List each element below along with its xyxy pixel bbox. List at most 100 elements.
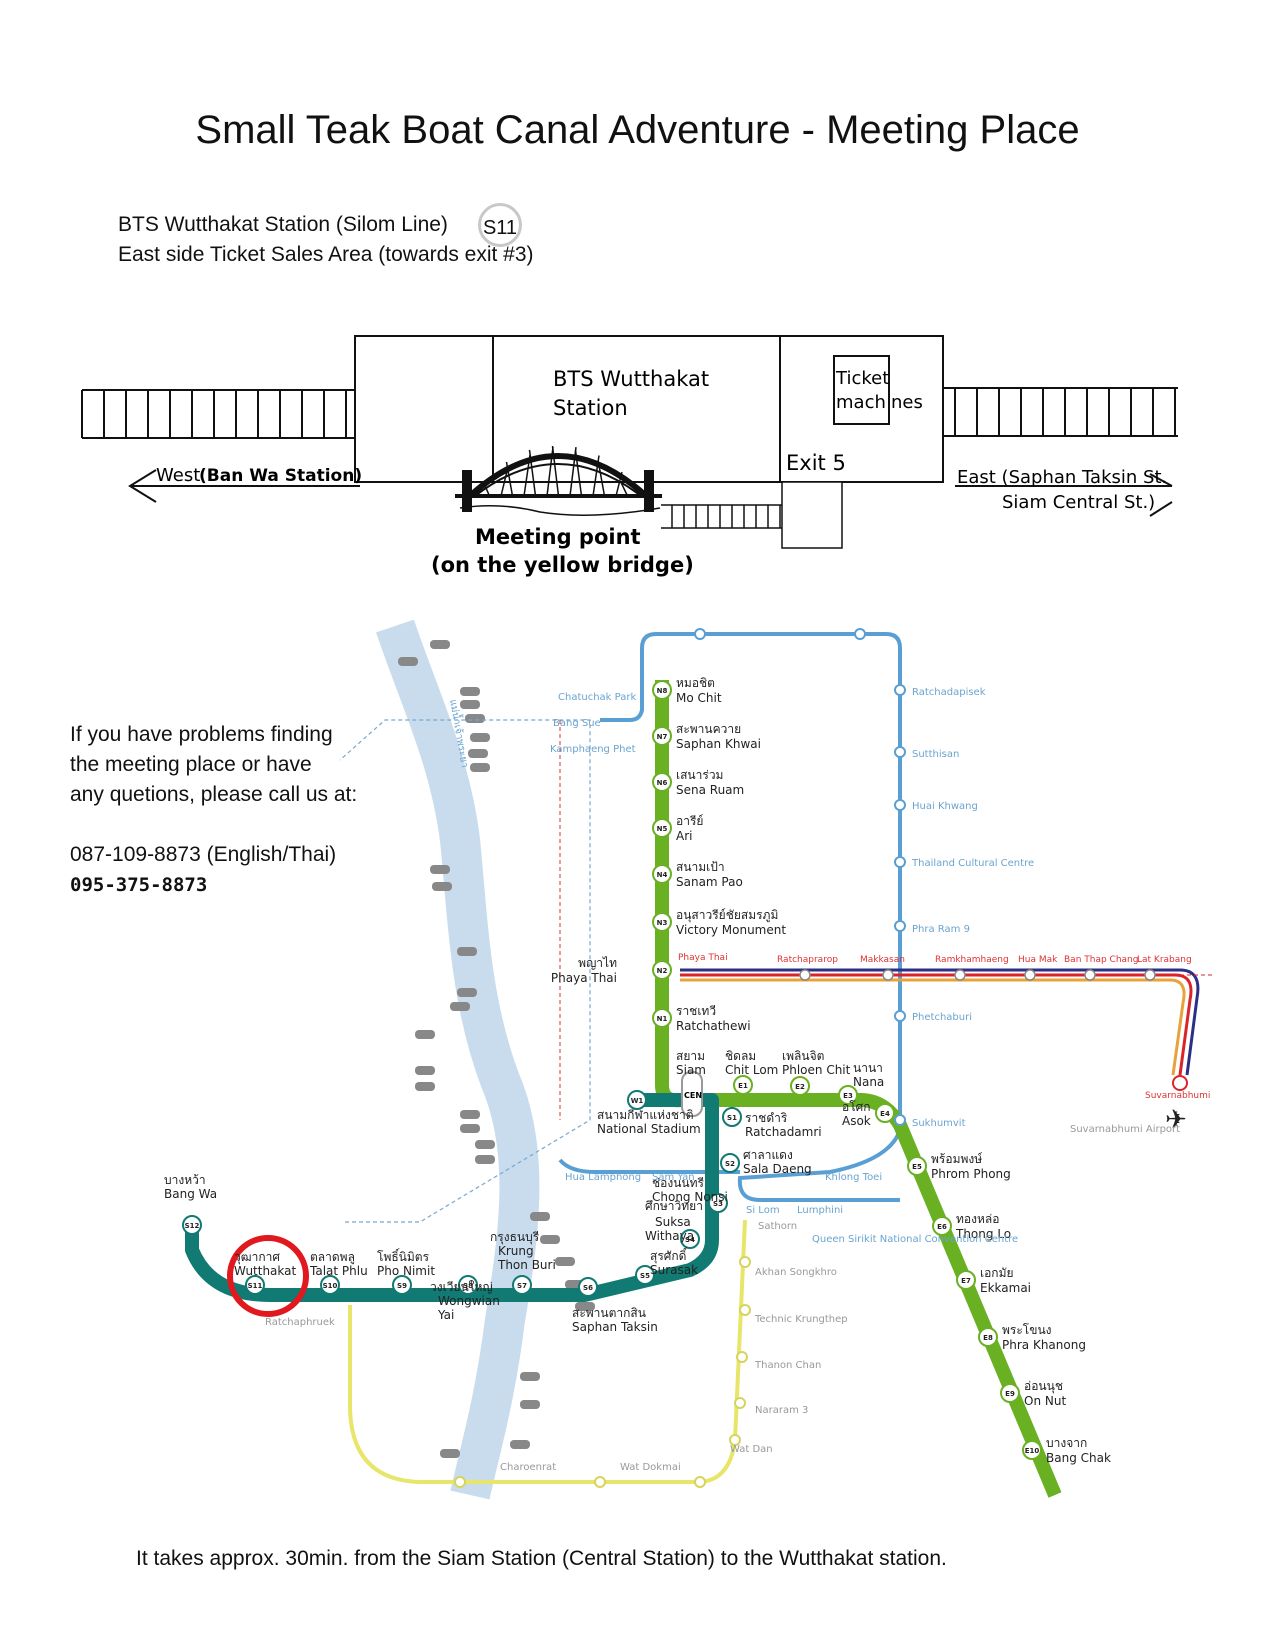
west-label: West [156,465,200,486]
station-n6[interactable] [652,772,672,792]
yellow-line-station[interactable] [734,1397,746,1409]
station-english-name: On Nut [1024,1394,1066,1408]
station-w1[interactable] [627,1090,647,1110]
contact-line: any quetions, please call us at: [70,783,358,806]
mrt-station-marker[interactable] [894,856,906,868]
station-n1[interactable] [652,1008,672,1028]
ticket-label-2: mach [836,392,886,413]
yellow-line-station[interactable] [739,1304,751,1316]
station-english-name: Chong Nonsi [652,1190,728,1204]
pier-marker [460,1110,480,1119]
central-station-code: CEN [684,1091,702,1100]
station-n7[interactable] [652,726,672,746]
station-e10[interactable] [1022,1440,1042,1460]
station-e6[interactable] [932,1216,952,1236]
station-s2[interactable] [720,1153,740,1173]
mrt-station-label-samyan: Sam Yan [652,1172,695,1183]
station-e1[interactable] [733,1075,753,1095]
mrt-station-marker[interactable] [894,799,906,811]
station-english-name: Suksa [655,1215,691,1229]
yellow-line-station[interactable] [736,1351,748,1363]
station-code: S11 [248,1282,263,1290]
station-thai-name: ทองหล่อ [956,1212,999,1226]
station-s11[interactable] [245,1275,265,1295]
station-e8[interactable] [978,1327,998,1347]
station-n3[interactable] [652,912,672,932]
airport-link-label-phayathai: Phaya Thai [678,953,728,963]
station-s5[interactable] [635,1265,655,1285]
airport-link-station[interactable] [1084,969,1096,981]
mrt-station-marker[interactable] [894,1010,906,1022]
station-e2[interactable] [790,1076,810,1096]
yellow-line-station[interactable] [454,1476,466,1488]
west-arrow-icon [128,469,157,503]
station-thai-name: โพธิ์นิมิตร [377,1248,430,1264]
station-english-name: Asok [842,1114,871,1128]
station-e9[interactable] [1000,1383,1020,1403]
station-n4[interactable] [652,864,672,884]
phone-number-2[interactable]: 095-375-8873 [70,874,208,896]
station-english-name: Phra Khanong [1002,1338,1086,1352]
station-code: N3 [657,919,668,927]
station-n2[interactable] [652,960,672,980]
airport-link-station[interactable] [954,969,966,981]
airport-link-station[interactable] [1024,969,1036,981]
yellow-line-station-akhan: Akhan Songkhro [755,1267,837,1278]
station-e4[interactable] [875,1103,895,1123]
ticket-machine-box [833,355,890,425]
pier-marker [432,882,452,891]
pier-marker [510,1440,530,1449]
station-english-name: Saphan Taksin [572,1320,658,1334]
station-s7[interactable] [512,1275,532,1295]
station-english-name: Talat Phlu [309,1264,368,1278]
yellow-line-station[interactable] [729,1434,741,1446]
pier-marker [468,749,488,758]
station-s9[interactable] [392,1275,412,1295]
station-n8[interactable] [652,680,672,700]
station-code: E5 [912,1163,922,1171]
airport-link-station[interactable] [1144,969,1156,981]
west-track [81,389,355,439]
station-english-name: Sala Daeng [743,1162,812,1176]
phone-number[interactable]: 087-109-8873 (English/Thai) [70,843,337,866]
yellow-line-station[interactable] [739,1256,751,1268]
station-s8[interactable] [458,1275,478,1295]
station-code: W1 [631,1097,644,1105]
station-english-name: Saphan Khwai [676,737,761,751]
mrt-station-marker[interactable] [894,684,906,696]
station-s1[interactable] [722,1107,742,1127]
pier-marker [430,640,450,649]
mrt-station-marker[interactable] [894,1114,906,1126]
station-code: E7 [961,1277,971,1285]
station-english-name: Nana [853,1075,884,1089]
mrt-station-marker[interactable] [694,628,706,640]
siam-central-station[interactable] [681,1071,703,1117]
station-code: S10 [323,1282,338,1290]
mrt-station-marker[interactable] [894,920,906,932]
station-e3[interactable] [838,1085,858,1105]
suvarnabhumi-station[interactable] [1172,1075,1188,1091]
yellow-line-station-technic: Technic Krungthep [754,1314,848,1325]
station-thai-name: วุฒากาศ [234,1250,280,1265]
station-s4[interactable] [680,1229,700,1249]
pier-marker [575,1302,595,1311]
station-s10[interactable] [320,1275,340,1295]
yellow-line-station[interactable] [594,1476,606,1488]
station-english-name: Pho Nimit [377,1264,435,1278]
station-e7[interactable] [956,1270,976,1290]
station-e5[interactable] [907,1156,927,1176]
station-code-badge: S11 [478,203,522,247]
station-n5[interactable] [652,818,672,838]
pier-marker [520,1372,540,1381]
station-s6[interactable] [578,1277,598,1297]
yellow-line-station[interactable] [694,1476,706,1488]
mrt-station-label-ramaix: Phra Ram 9 [912,924,970,935]
mrt-station-marker[interactable] [854,628,866,640]
airport-link-station[interactable] [799,969,811,981]
station-s3[interactable] [708,1193,728,1213]
station-code: S7 [517,1282,527,1290]
station-s12[interactable] [182,1215,202,1235]
airport-link-station[interactable] [882,969,894,981]
mrt-station-marker[interactable] [894,746,906,758]
wutthakat-highlight-circle [227,1235,309,1317]
